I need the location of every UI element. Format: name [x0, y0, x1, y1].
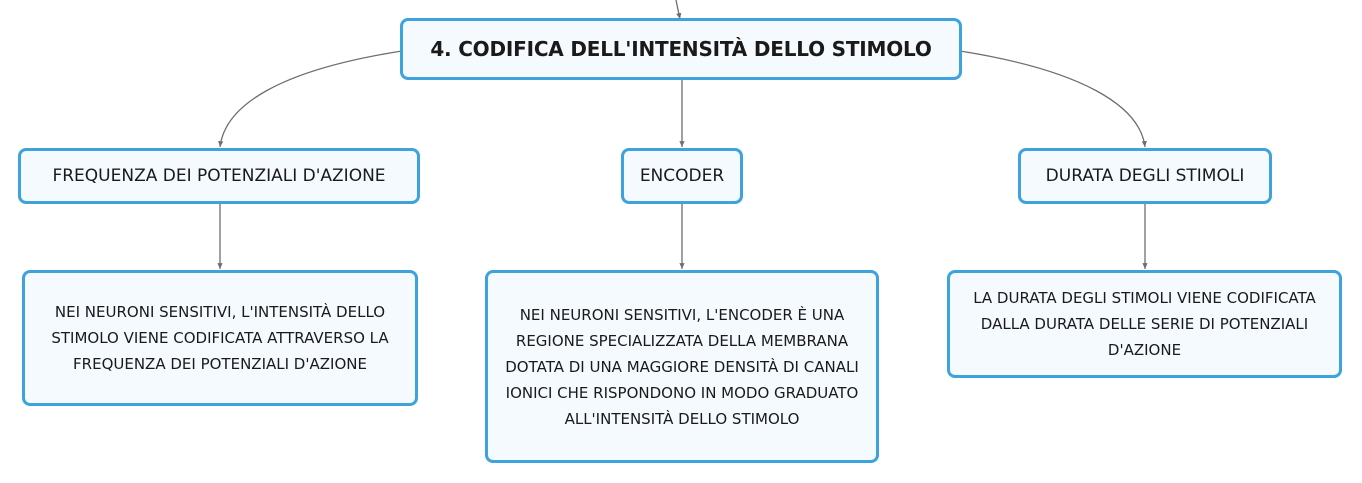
- topic-frequency-label: FREQUENZA DEI POTENZIALI D'AZIONE: [52, 166, 386, 186]
- connector-root-to-frequency: [218, 50, 403, 148]
- root-topic-label: 4. CODIFICA DELL'INTENSITÀ DELLO STIMOLO: [430, 37, 932, 61]
- topic-frequency[interactable]: FREQUENZA DEI POTENZIALI D'AZIONE: [18, 148, 420, 204]
- incoming-connector: [675, 0, 682, 20]
- topic-encoder[interactable]: ENCODER: [621, 148, 743, 204]
- topic-duration[interactable]: DURATA DEGLI STIMOLI: [1018, 148, 1272, 204]
- detail-duration-text: LA DURATA DEGLI STIMOLI VIENE CODIFICATA…: [973, 289, 1316, 359]
- detail-encoder[interactable]: NEI NEURONI SENSITIVI, L'ENCODER È UNA R…: [485, 270, 879, 463]
- root-topic[interactable]: 4. CODIFICA DELL'INTENSITÀ DELLO STIMOLO: [400, 18, 962, 80]
- detail-frequency[interactable]: NEI NEURONI SENSITIVI, L'INTENSITÀ DELLO…: [22, 270, 418, 406]
- connector-root-to-duration: [959, 50, 1147, 148]
- topic-duration-label: DURATA DEGLI STIMOLI: [1045, 166, 1245, 186]
- detail-encoder-text: NEI NEURONI SENSITIVI, L'ENCODER È UNA R…: [505, 305, 859, 428]
- detail-frequency-text: NEI NEURONI SENSITIVI, L'INTENSITÀ DELLO…: [51, 303, 389, 373]
- detail-duration[interactable]: LA DURATA DEGLI STIMOLI VIENE CODIFICATA…: [947, 270, 1342, 378]
- topic-encoder-label: ENCODER: [639, 166, 725, 186]
